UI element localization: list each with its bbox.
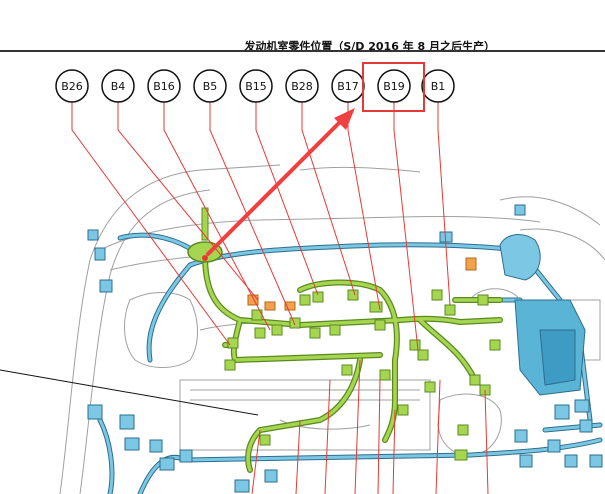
- connector-label-b28: B28: [291, 80, 313, 93]
- connector-badge-b28: [285, 69, 319, 103]
- connector-label-b26: B26: [61, 80, 83, 93]
- connector-badge-b1: [421, 69, 455, 103]
- title-rule: [0, 50, 605, 52]
- highlight-arrow: [206, 108, 355, 256]
- blue-connectors: [87, 204, 603, 493]
- connector-badge-b19: [377, 69, 411, 103]
- leader-lines: [71, 100, 489, 494]
- connector-label-b4: B4: [111, 80, 126, 93]
- connector-badges: B26 B4 B16 B5 B15 B28 B17 B19 B1: [55, 69, 455, 103]
- connector-badge-b15: [239, 69, 273, 103]
- connector-badge-b4: [101, 69, 135, 103]
- connector-label-b16: B16: [153, 80, 175, 93]
- connector-label-b19: B19: [383, 80, 405, 93]
- green-connectors: [224, 289, 501, 461]
- connector-label-b15: B15: [245, 80, 267, 93]
- connector-badge-b5: [193, 69, 227, 103]
- highlight-box: [362, 62, 425, 112]
- connector-label-b5: B5: [203, 80, 218, 93]
- connector-badge-b26: [55, 69, 89, 103]
- vehicle-body-outline: [59, 164, 605, 494]
- connector-label-b1: B1: [431, 80, 446, 93]
- page-title: 发动机室零件位置（S/D 2016 年 8 月之后生产）: [244, 40, 495, 53]
- black-leader-line: [0, 369, 259, 416]
- connector-badge-b16: [147, 69, 181, 103]
- engine-block: [499, 234, 586, 396]
- connector-label-b17: B17: [337, 80, 359, 93]
